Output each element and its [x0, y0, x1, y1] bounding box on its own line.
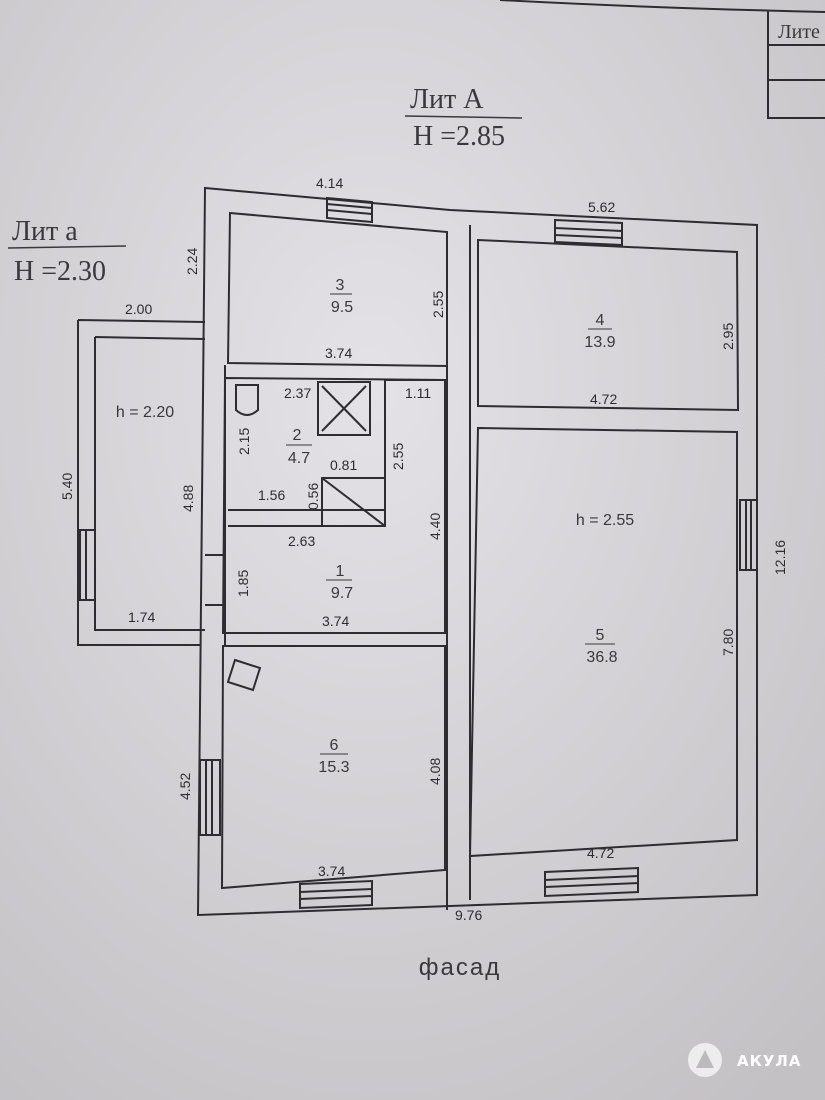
dimension: 2.63: [288, 533, 315, 549]
akula-watermark: АКУЛА: [688, 1043, 802, 1077]
lit-A-name: Лит А: [410, 84, 484, 115]
room-number: 1: [336, 563, 345, 580]
room-area: 13.9: [584, 334, 615, 351]
lit-A-height: H =2.85: [413, 121, 505, 152]
title-block: Лите: [499, 0, 825, 119]
watermark-text: АКУЛА: [737, 1052, 802, 1070]
room-area: 9.7: [331, 585, 353, 602]
dimension: 1.11: [405, 385, 431, 401]
dimension: 2.00: [125, 301, 152, 317]
dimension: 4.08: [427, 758, 443, 785]
dimension: 4.72: [587, 845, 614, 861]
room-number: 4: [596, 312, 605, 329]
dimension: 0.56: [305, 483, 321, 510]
dimension: 4.88: [180, 485, 196, 512]
dimension: 3.74: [318, 863, 345, 879]
dimension: 7.80: [720, 629, 736, 656]
lit-a-label: Лит а H =2.30: [7, 216, 127, 287]
annex-ceiling-height: h = 2.20: [116, 404, 174, 421]
room-number: 2: [293, 427, 302, 444]
dimension: 5.62: [588, 199, 615, 215]
dimension: 2.15: [236, 428, 252, 455]
dimension: 4.72: [590, 391, 617, 407]
lit-A-label: Лит А H =2.85: [404, 84, 523, 152]
room-1: 1 9.7: [326, 563, 353, 602]
dimension: 1.74: [128, 609, 155, 625]
dimension: 4.14: [316, 175, 343, 191]
dimension: 3.74: [322, 613, 349, 629]
dimension: 2.24: [184, 248, 200, 275]
room-6: 6 15.3: [318, 737, 349, 776]
dimensions: 4.14 5.62 2.24 2.00 5.40 4.88 1.74 2.55 …: [59, 175, 788, 923]
dimension: 0.81: [330, 457, 357, 473]
dimension: 5.40: [59, 473, 75, 500]
room-area: 9.5: [331, 299, 353, 316]
room5-ceiling-height: h = 2.55: [576, 512, 634, 529]
room-area: 36.8: [586, 649, 617, 666]
dimension: 2.37: [284, 385, 311, 401]
dimension: 9.76: [455, 907, 482, 923]
room-area: 4.7: [288, 450, 310, 467]
room-area: 15.3: [318, 759, 349, 776]
room-number: 3: [336, 277, 345, 294]
facade-label: фасад: [419, 954, 501, 981]
room-2: 2 4.7: [286, 427, 312, 467]
room-number: 6: [330, 737, 339, 754]
dimension: 12.16: [772, 540, 788, 575]
lit-a-height: H =2.30: [14, 256, 106, 287]
room-3: 3 9.5: [330, 277, 353, 316]
dimension: 1.85: [235, 570, 251, 597]
room-5: 5 36.8: [585, 627, 618, 666]
dimension: 4.52: [177, 773, 193, 800]
dimension: 3.74: [325, 345, 352, 361]
dimension: 2.55: [390, 443, 406, 470]
dimension: 4.40: [427, 513, 443, 540]
room-number: 5: [596, 627, 605, 644]
title-block-header: Лите: [778, 21, 820, 43]
lit-a-name: Лит а: [12, 216, 78, 247]
room-4: 4 13.9: [584, 312, 615, 351]
windows: [79, 196, 758, 910]
dimension: 2.55: [430, 291, 446, 318]
dimension: 2.95: [720, 323, 736, 350]
dimension: 1.56: [258, 487, 285, 503]
